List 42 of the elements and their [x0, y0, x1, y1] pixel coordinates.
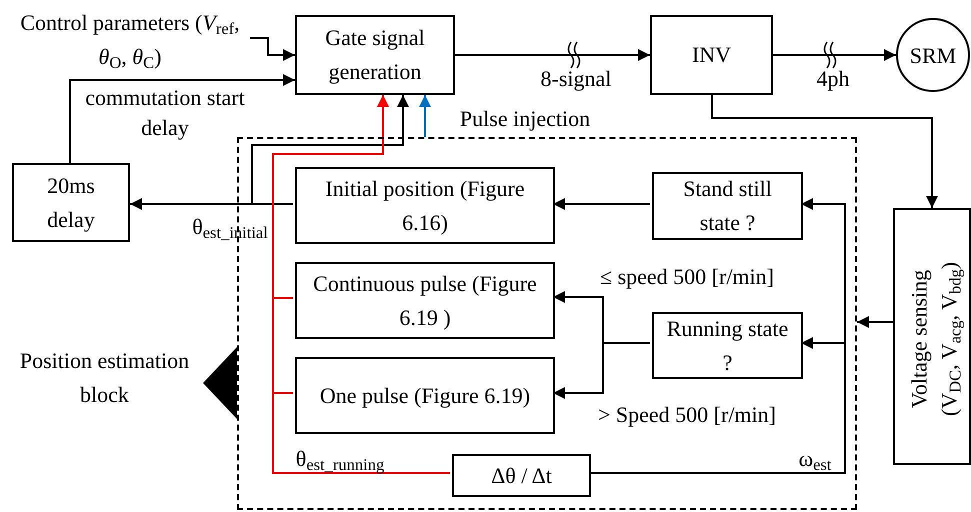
- node-label: Gate signal generation: [324, 24, 426, 86]
- process-box: [652, 312, 803, 379]
- node-label: Δθ / Δt: [491, 462, 552, 490]
- arrow: [553, 198, 650, 210]
- signal-arrow: [419, 95, 431, 137]
- node-label: INV: [692, 41, 732, 69]
- arrow: [455, 49, 650, 61]
- group-heading: Position estimation block: [18, 347, 190, 409]
- node-label: Stand still state ?: [682, 175, 773, 237]
- process-box: [650, 15, 773, 95]
- edge-label: Pulse injection: [458, 105, 592, 133]
- node-label: 20ms delay: [46, 172, 96, 234]
- node-label: SRM: [910, 42, 956, 70]
- input-label: Control parameters (V$_{ref}$, θ$_{O}$, θ$_{C}$): [19, 9, 241, 74]
- arrow: [711, 95, 938, 208]
- edge-label: θ$_{est_initial}$: [191, 213, 269, 242]
- arrow: [250, 37, 295, 61]
- process-box: [12, 163, 130, 242]
- sensing-box: [893, 208, 971, 465]
- process-box: [295, 15, 455, 95]
- arrow: [251, 95, 409, 205]
- process-box: [295, 262, 555, 339]
- edge-label: ≤ speed 500 [r/min]: [599, 263, 775, 291]
- arrow: [773, 49, 896, 61]
- arrow: [857, 316, 893, 328]
- process-box: [452, 454, 591, 497]
- process-box: [295, 167, 555, 244]
- edge-label: ω$_{est}$: [798, 445, 832, 474]
- node-label: Running state ?: [666, 314, 790, 376]
- node-label: Continuous pulse (Figure 6.19 ): [312, 270, 538, 332]
- edge-label: θ$_{est_running}$: [294, 445, 386, 474]
- edge-label: 4ph: [816, 65, 850, 93]
- edge-label: commutation start delay: [85, 84, 245, 142]
- edge-label: > Speed 500 [r/min]: [597, 401, 777, 429]
- process-box: [295, 357, 555, 434]
- node-label: Initial position (Figure 6.16): [324, 174, 526, 236]
- arrow: [69, 74, 295, 163]
- arrow: [553, 342, 650, 399]
- node-label: Voltage sensing: [905, 269, 932, 408]
- process-box: [652, 172, 803, 240]
- node-label: One pulse (Figure 6.19): [320, 382, 530, 410]
- edge-label: 8-signal: [540, 65, 612, 93]
